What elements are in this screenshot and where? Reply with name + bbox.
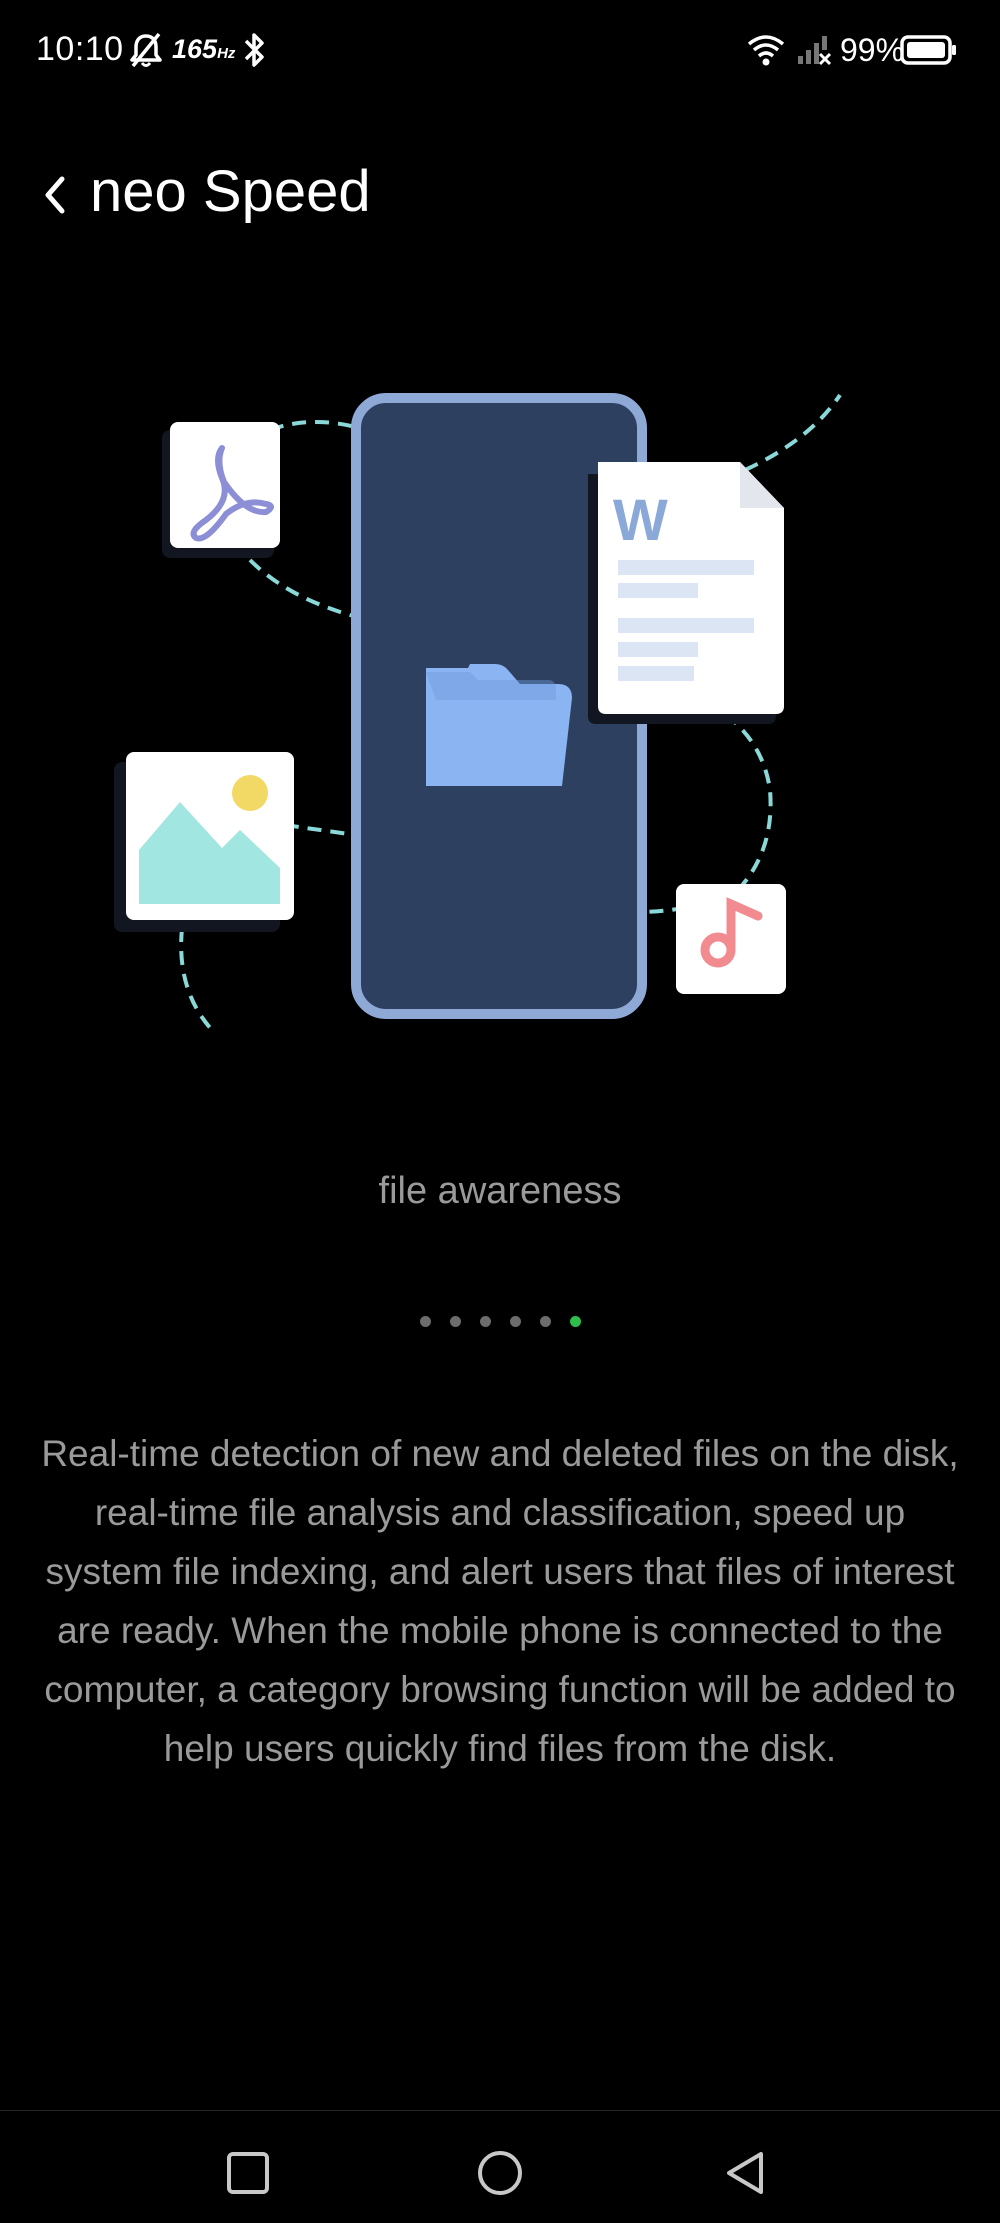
file-awareness-illustration: W [114,393,842,1032]
page-title: neo Speed [90,159,371,224]
pdf-file-icon [162,422,280,558]
navigation-bar [0,2110,1000,2223]
status-bar: 10:10 165Hz 99% [0,0,1000,100]
image-file-icon [114,752,294,932]
page-dot-4[interactable] [509,1316,521,1327]
chevron-left-icon [45,176,65,214]
battery-percentage: 99% [840,32,905,68]
svg-text:W: W [613,488,668,553]
alarm-off-icon [130,32,162,68]
back-button[interactable] [30,165,80,225]
page-dot-2[interactable] [449,1316,461,1327]
signal-icon [798,36,832,66]
word-document-icon: W [588,462,784,724]
bluetooth-icon [244,33,264,67]
page-dot-6-active[interactable] [569,1316,581,1327]
recents-square-icon [227,2152,269,2194]
system-back-button[interactable] [716,2143,776,2203]
recents-button[interactable] [218,2143,278,2203]
battery-icon [900,35,956,65]
back-triangle-icon [727,2152,763,2194]
refresh-rate-label: 165Hz [172,34,236,64]
home-button[interactable] [470,2143,530,2203]
page-dot-1[interactable] [419,1316,431,1327]
page-dot-3[interactable] [479,1316,491,1327]
folder-icon [426,664,572,786]
music-file-icon [676,884,786,994]
feature-title: file awareness [378,1170,622,1212]
status-time: 10:10 [36,30,124,68]
feature-description: Real-time detection of new and deleted f… [41,1433,959,1769]
wifi-icon [747,35,785,66]
app-header: neo Speed [0,140,1000,240]
home-circle-icon [478,2151,522,2195]
page-indicator [0,1316,1000,1327]
page-dot-5[interactable] [539,1316,551,1327]
